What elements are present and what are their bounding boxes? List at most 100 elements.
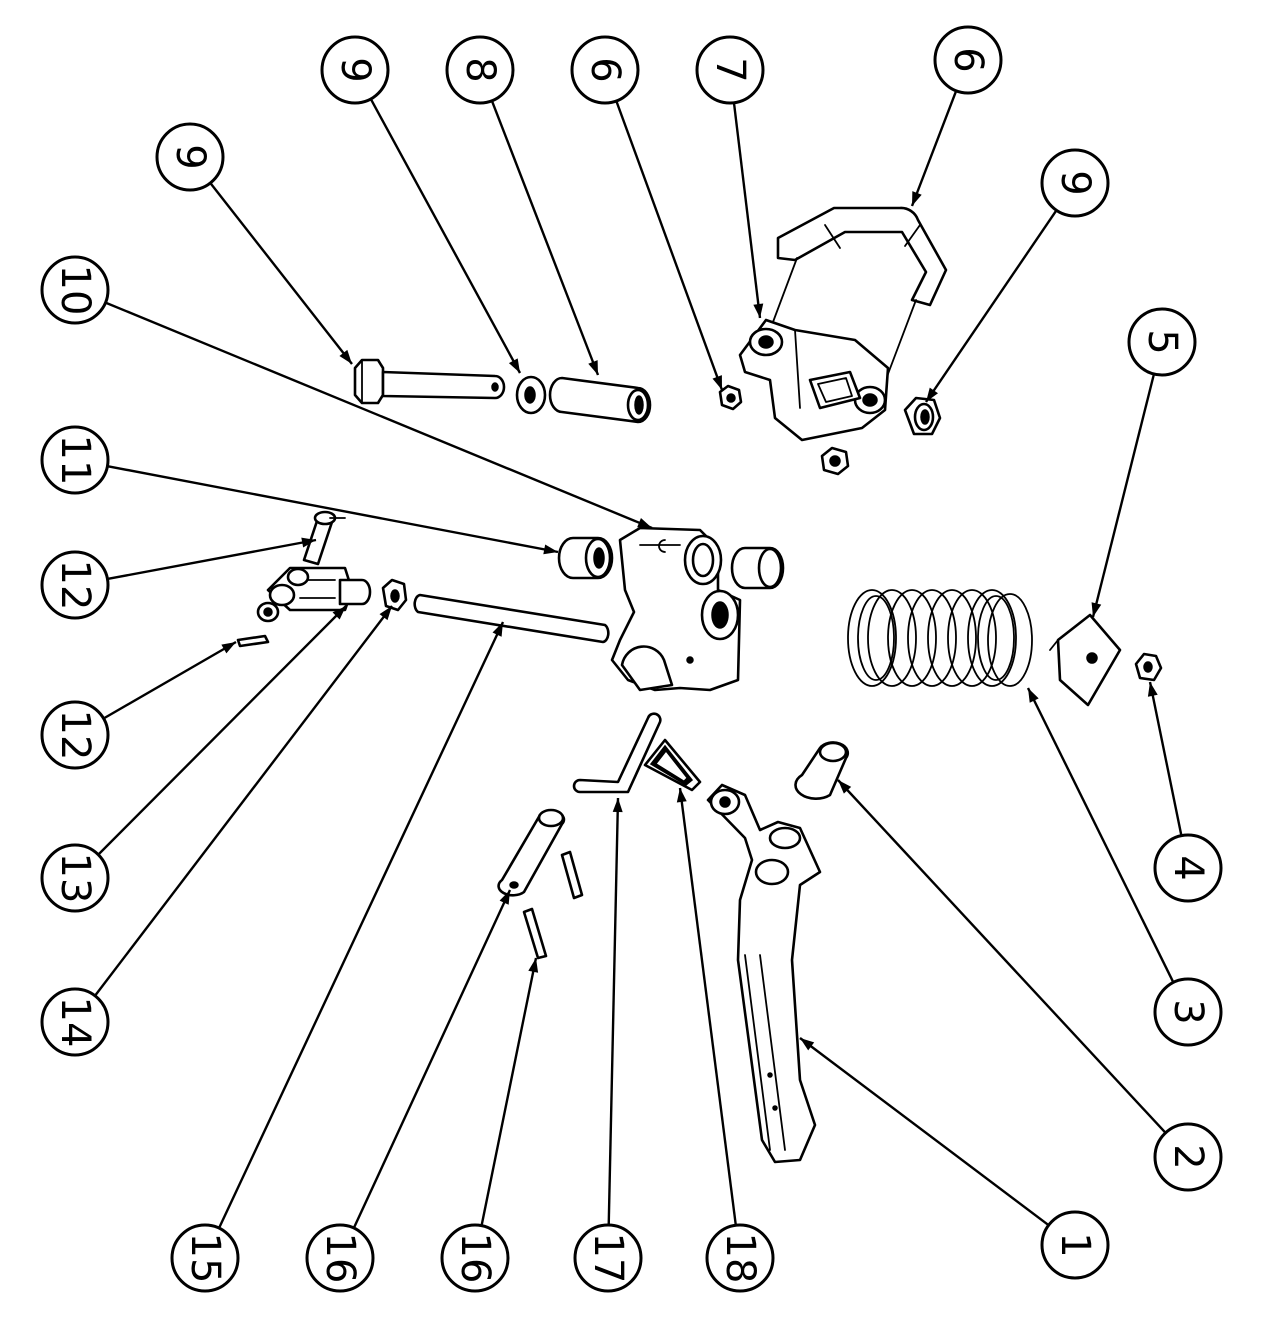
balloon-b12-bottom: 12 (40, 700, 110, 770)
leader-line-b2 (837, 779, 1167, 1134)
leader-line-b11 (107, 464, 559, 554)
balloon-label: 9 (1052, 170, 1098, 195)
sleeve-part (794, 741, 850, 800)
balloon-circle (1153, 977, 1223, 1047)
small-nut-part (718, 384, 743, 411)
spacer-sleeve-part (548, 376, 652, 424)
leader-line-b13 (97, 605, 347, 856)
leader-line-b9-left (209, 182, 353, 365)
balloon-b14: 14 (40, 987, 110, 1057)
arrowhead-b6-right (912, 191, 922, 206)
balloon-b4: 4 (1153, 833, 1223, 903)
balloon-b6-top: 6 (570, 35, 640, 105)
balloon-label: 7 (707, 57, 753, 82)
balloon-circle (695, 35, 765, 105)
arrowhead-b6-top (712, 375, 722, 390)
hex-nut-part (903, 396, 942, 436)
leader-line-b5 (1091, 373, 1156, 618)
leader-line-b6-right (910, 90, 958, 207)
balloon-label: 6 (582, 57, 628, 82)
arrowhead-b9-left (339, 349, 352, 364)
balloon-circle (440, 1223, 510, 1293)
arrowhead-b14 (379, 606, 392, 621)
leader-line-b17 (607, 797, 620, 1226)
pivot-housing-part (610, 526, 742, 692)
arrowhead-b15 (492, 622, 503, 637)
balloon-circle (40, 425, 110, 495)
balloon-label: 15 (182, 1233, 228, 1284)
bushing-right-part (730, 546, 785, 590)
balloon-b8: 8 (445, 35, 515, 105)
bent-rod-part (572, 712, 662, 794)
hinge-pin-part (497, 808, 566, 897)
balloon-circle (1040, 148, 1110, 218)
balloon-circle (570, 35, 640, 105)
leader-line-b14 (94, 605, 393, 997)
leader-line-b16-b (480, 957, 538, 1226)
arrowhead-b16-a (499, 890, 510, 905)
balloon-circle (1040, 1210, 1110, 1280)
balloon-circle (40, 843, 110, 913)
balloon-circle (170, 1223, 240, 1293)
arrowhead-b12-bottom (221, 642, 236, 654)
arrowhead-b12-top (301, 537, 316, 548)
balloon-b1: 1 (1040, 1210, 1110, 1280)
balloon-label: 5 (1139, 329, 1185, 354)
balloon-label: 1 (1052, 1232, 1098, 1257)
leader-line-b7 (732, 102, 762, 319)
clevis-pin-part (302, 510, 346, 566)
balloon-label: 16 (317, 1233, 363, 1284)
rod-nut-part (381, 578, 408, 612)
end-nut-part (1134, 652, 1163, 682)
leader-line-b3 (1026, 687, 1175, 983)
balloon-b7: 7 (695, 35, 765, 105)
arrowhead-b18 (676, 788, 687, 803)
balloon-label: 10 (52, 265, 98, 316)
leader-line-b6-top (615, 100, 724, 391)
arrowhead-b1 (800, 1038, 815, 1051)
balloon-b12-top: 12 (40, 550, 110, 620)
arrowhead-b17 (612, 798, 623, 813)
arrowhead-b3 (1028, 688, 1039, 703)
push-rod-part (413, 593, 610, 644)
arrowhead-b10 (637, 518, 652, 528)
balloon-label: 16 (452, 1233, 498, 1284)
arrowhead-b7 (753, 303, 764, 318)
balloon-b2: 2 (1153, 1122, 1223, 1192)
balloon-b5: 5 (1127, 307, 1197, 377)
washer-part (515, 375, 547, 415)
leader-line-b16-a (352, 889, 512, 1229)
leader-line-b10 (105, 301, 653, 530)
balloon-label: 12 (52, 560, 98, 611)
leader-line-b4 (1148, 681, 1183, 836)
leader-lines (94, 90, 1183, 1229)
pedal-lever-part (706, 783, 822, 1164)
u-bracket-part (769, 206, 948, 396)
leader-line-b9-top-a (369, 98, 522, 374)
small-nut-lower-part (820, 446, 850, 476)
arrowhead-b4 (1147, 682, 1158, 697)
leader-line-b18 (678, 787, 738, 1226)
balloon-label: 11 (52, 435, 98, 486)
balloon-label: 8 (457, 57, 503, 82)
balloon-circle (155, 122, 225, 192)
bushing-left-part (557, 536, 614, 580)
balloon-b15: 15 (170, 1223, 240, 1293)
balloon-b9-left: 9 (155, 122, 225, 192)
balloon-circle (445, 35, 515, 105)
pad-part (643, 738, 702, 792)
balloon-circle (305, 1223, 375, 1293)
balloon-circle (40, 700, 110, 770)
clevis-fork-part (256, 566, 372, 623)
spring-plate-part (1049, 613, 1122, 707)
balloon-b11: 11 (40, 425, 110, 495)
balloon-circle (320, 35, 390, 105)
arrowhead-b9-top-a (508, 358, 520, 373)
leader-line-b12-top (107, 538, 317, 581)
leader-line-b12-bottom (102, 640, 237, 720)
balloon-label: 2 (1165, 1144, 1211, 1169)
balloon-b16-b: 16 (440, 1223, 510, 1293)
balloon-circle (1127, 307, 1197, 377)
balloon-label: 4 (1165, 855, 1211, 880)
